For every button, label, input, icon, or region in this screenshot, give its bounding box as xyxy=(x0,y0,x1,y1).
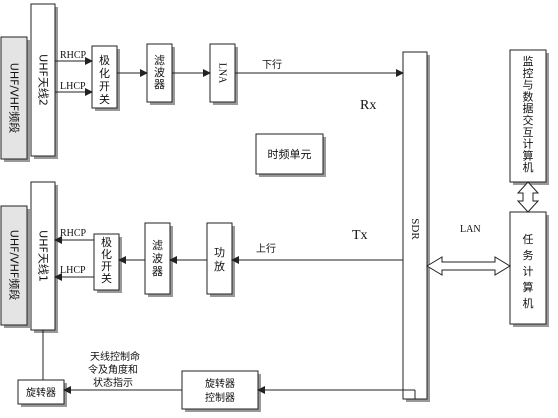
lna-box xyxy=(209,43,238,105)
rx-label: Rx xyxy=(360,98,376,113)
lower-band-label: UHF/VHF频段 xyxy=(8,230,22,300)
antenna-cmd-line-1: 天线控制命 xyxy=(90,350,140,363)
monitor-computer-label: 监控与数据交互计算机 xyxy=(523,55,534,174)
task-computer-label: 任务计算机 xyxy=(523,233,534,310)
rotator-controller-label-2: 控制器 xyxy=(205,391,235,404)
sdr-label: SDR xyxy=(409,218,421,240)
antenna1-label: UHF天线1 xyxy=(37,230,51,282)
antenna1-box xyxy=(30,181,58,333)
lhcp-label-upper: LHCP xyxy=(60,81,86,92)
upper-band-box xyxy=(0,36,30,162)
filter-upper-label: 滤波器 xyxy=(154,54,165,91)
tx-label: Tx xyxy=(352,228,368,243)
lan-double-arrow xyxy=(426,256,511,276)
computers-double-arrow xyxy=(516,181,540,213)
rotator-controller-label-1: 旋转器 xyxy=(205,377,235,390)
sdr-box xyxy=(402,51,430,402)
power-amp-box xyxy=(206,222,235,297)
downlink-label: 下行 xyxy=(262,58,282,71)
time-freq-unit-box xyxy=(255,133,326,177)
antenna-cmd-line-3: 状态指示 xyxy=(93,376,133,389)
rotator-label: 旋转器 xyxy=(26,386,56,399)
lna-label: LNA xyxy=(217,63,228,84)
filter-lower-box xyxy=(144,222,173,297)
polar-switch-upper-label: 极化开关 xyxy=(99,53,110,106)
antenna2-box xyxy=(30,3,58,159)
rhcp-label-lower: RHCP xyxy=(60,228,87,239)
task-computer-box xyxy=(509,211,549,327)
antenna-cmd-line-2: 令及角度和 xyxy=(88,363,138,376)
power-amp-label: 功放 xyxy=(214,246,225,273)
polar-switch-upper-box xyxy=(91,45,120,111)
antenna2-label: UHF天线2 xyxy=(37,54,51,106)
rotator-controller-box xyxy=(181,370,261,412)
monitor-computer-box xyxy=(509,49,549,185)
polar-switch-lower-box xyxy=(93,233,122,293)
polar-switch-lower-label: 极化开关 xyxy=(101,235,112,285)
filter-lower-label: 滤波器 xyxy=(152,239,163,278)
filter-upper-box xyxy=(146,43,175,105)
lan-label: LAN xyxy=(460,224,481,235)
lhcp-label-lower: LHCP xyxy=(60,265,86,276)
upper-band-label: UHF/VHF频段 xyxy=(8,63,22,133)
uplink-label: 上行 xyxy=(256,242,276,255)
lower-band-box xyxy=(0,205,30,328)
time-freq-unit-label: 时频单元 xyxy=(268,147,312,161)
rotator-box xyxy=(17,379,67,407)
rhcp-label-upper: RHCP xyxy=(60,50,87,61)
